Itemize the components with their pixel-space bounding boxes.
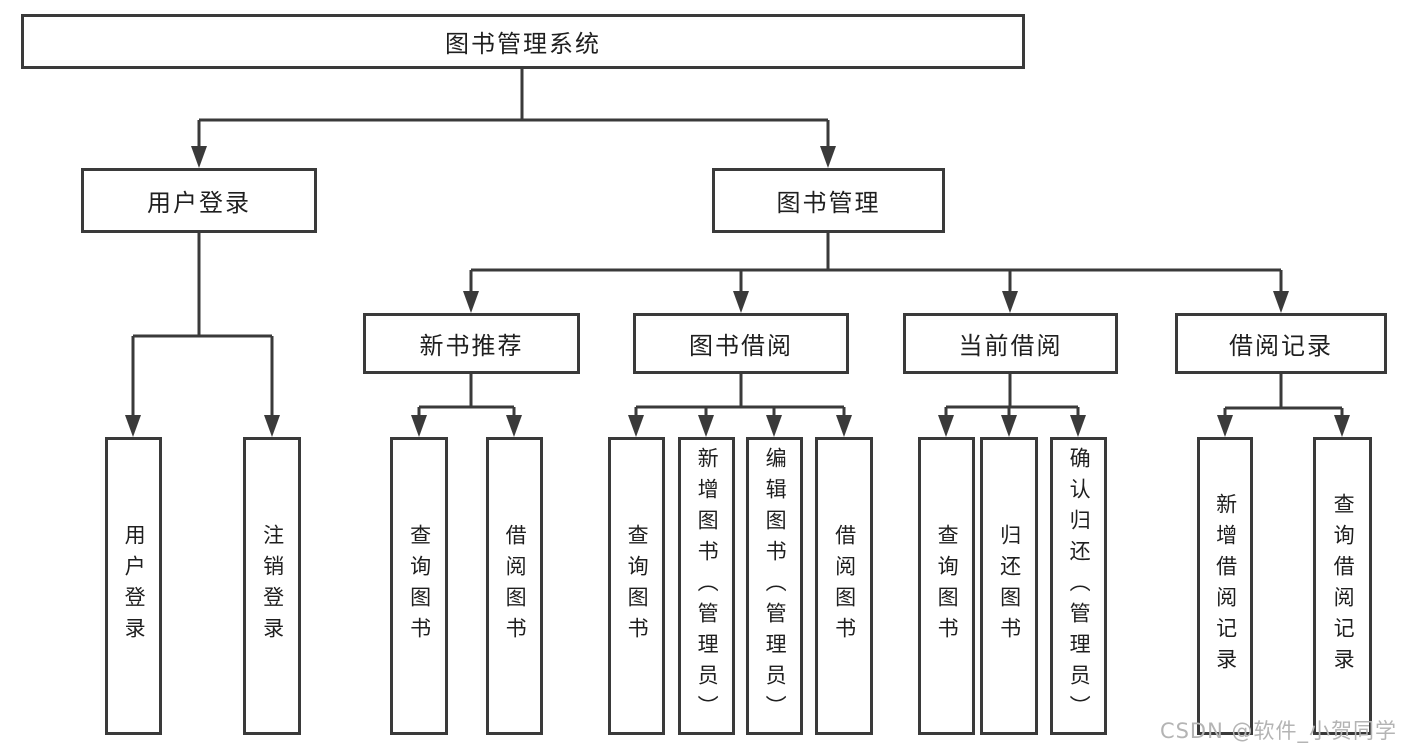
leaf-query-borrow-record: 查询借阅记录 xyxy=(1313,437,1372,735)
leaf-query-books-recommend: 查询图书 xyxy=(390,437,448,735)
arrowhead-icon xyxy=(698,415,714,437)
leaf-edit-book-admin: 编辑图书（管理员） xyxy=(746,437,803,735)
node-label: 编辑图书（管理员） xyxy=(763,446,788,726)
leaf-query-books-current: 查询图书 xyxy=(918,437,975,735)
arrowhead-icon xyxy=(938,415,954,437)
node-label: 图书管理系统 xyxy=(445,30,601,58)
node-label: 借阅记录 xyxy=(1229,332,1333,360)
node-borrowing-records: 借阅记录 xyxy=(1175,313,1387,374)
arrowhead-icon xyxy=(125,415,141,437)
arrowhead-icon xyxy=(1002,291,1018,313)
node-new-book-recommendation: 新书推荐 xyxy=(363,313,580,374)
node-label: 确认归还（管理员） xyxy=(1067,446,1092,726)
arrowhead-icon xyxy=(820,146,836,168)
node-book-management: 图书管理 xyxy=(712,168,945,233)
node-label: 当前借阅 xyxy=(958,332,1063,360)
arrowhead-icon xyxy=(1334,415,1350,437)
node-label: 用户登录 xyxy=(147,189,251,217)
leaf-logout: 注销登录 xyxy=(243,437,301,735)
node-label: 新增图书（管理员） xyxy=(695,446,720,726)
node-label: 归还图书 xyxy=(997,524,1022,648)
node-label: 借阅图书 xyxy=(503,524,528,648)
arrowhead-icon xyxy=(1001,415,1017,437)
node-label: 图书管理 xyxy=(776,189,881,217)
arrowhead-icon xyxy=(506,415,522,437)
arrowhead-icon xyxy=(191,146,207,168)
csdn-watermark: CSDN @软件_小贺同学 xyxy=(1159,719,1397,743)
node-label: 查询图书 xyxy=(625,524,650,648)
arrowhead-icon xyxy=(411,415,427,437)
node-label: 借阅图书 xyxy=(832,524,857,648)
leaf-confirm-return-admin: 确认归还（管理员） xyxy=(1050,437,1107,735)
arrowhead-icon xyxy=(463,291,479,313)
leaf-add-book-admin: 新增图书（管理员） xyxy=(678,437,735,735)
node-current-borrowing: 当前借阅 xyxy=(903,313,1118,374)
arrowhead-icon xyxy=(264,415,280,437)
node-label: 新书推荐 xyxy=(419,332,524,360)
arrowhead-icon xyxy=(628,415,644,437)
arrowhead-icon xyxy=(1273,291,1289,313)
leaf-add-borrow-record: 新增借阅记录 xyxy=(1197,437,1253,735)
node-label: 查询借阅记录 xyxy=(1331,493,1356,679)
node-user-login: 用户登录 xyxy=(81,168,317,233)
arrowhead-icon xyxy=(1070,415,1086,437)
leaf-borrow-books-recommend: 借阅图书 xyxy=(486,437,543,735)
leaf-query-books-borrowing: 查询图书 xyxy=(608,437,665,735)
node-label: 注销登录 xyxy=(260,524,285,648)
node-label: 图书借阅 xyxy=(689,332,793,360)
tree-edges xyxy=(131,69,1344,419)
arrowhead-icon xyxy=(733,291,749,313)
leaf-borrow-books-borrowing: 借阅图书 xyxy=(815,437,873,735)
leaf-user-login: 用户登录 xyxy=(105,437,162,735)
node-label: 查询图书 xyxy=(935,524,960,648)
node-library-management-system: 图书管理系统 xyxy=(21,14,1025,69)
arrowhead-icon xyxy=(766,415,782,437)
leaf-return-books: 归还图书 xyxy=(980,437,1038,735)
node-book-borrowing: 图书借阅 xyxy=(633,313,849,374)
node-label: 查询图书 xyxy=(407,524,432,648)
arrowhead-icon xyxy=(836,415,852,437)
node-label: 用户登录 xyxy=(122,524,147,648)
node-label: 新增借阅记录 xyxy=(1213,493,1238,679)
arrowhead-icon xyxy=(1217,415,1233,437)
